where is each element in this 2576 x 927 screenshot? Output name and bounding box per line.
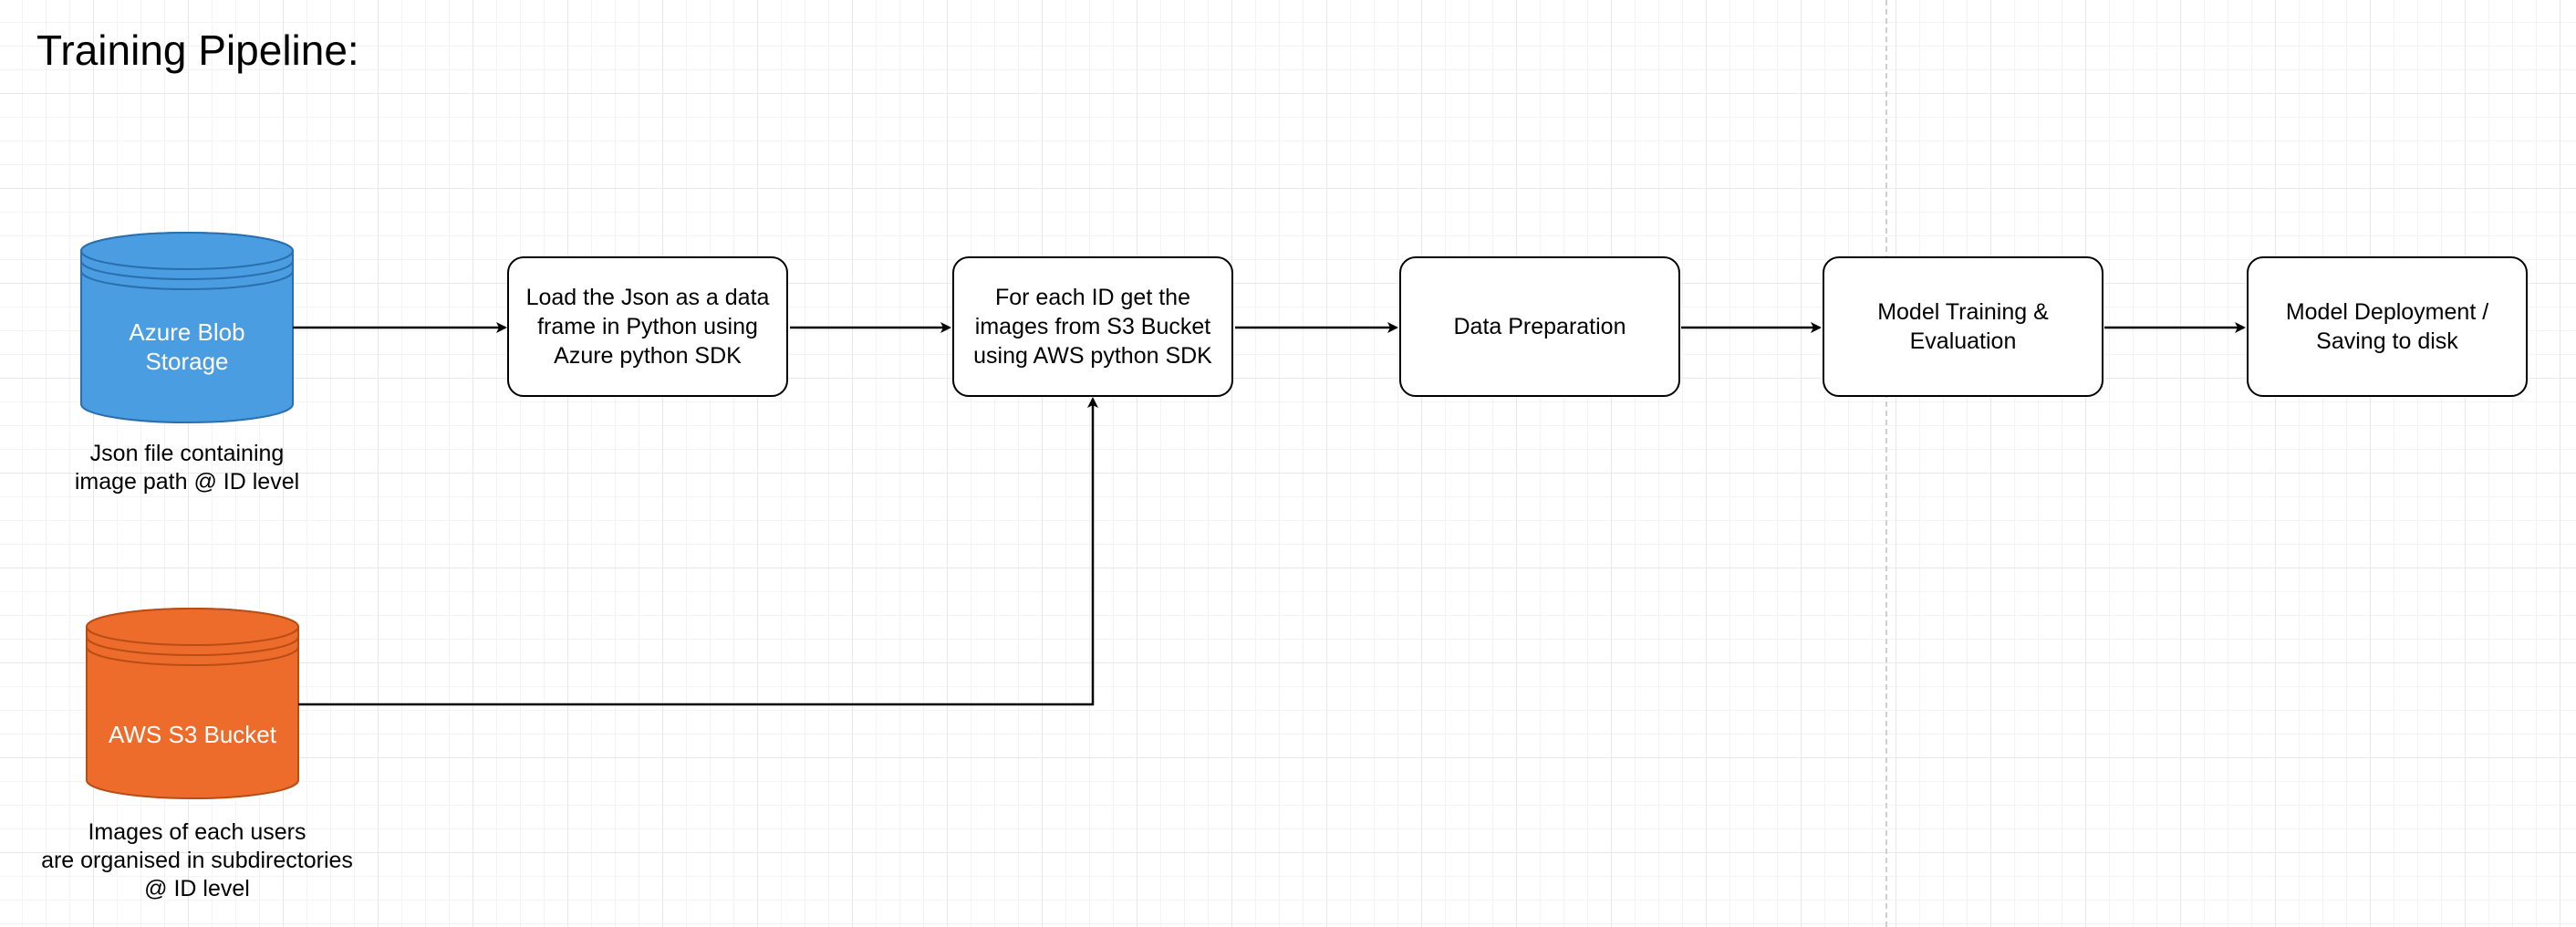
step-model-training[interactable]: Model Training & Evaluation [1823, 256, 2103, 397]
azure-cylinder-top [80, 232, 294, 270]
azure-cylinder-ring-1 [80, 260, 294, 280]
step-model-deployment[interactable]: Model Deployment / Saving to disk [2247, 256, 2528, 397]
edge-aws-to-get-images [298, 397, 1098, 706]
aws-s3-bucket-cylinder[interactable] [86, 608, 299, 799]
azure-cylinder-ring-2 [80, 270, 294, 290]
step-get-images[interactable]: For each ID get the images from S3 Bucke… [952, 256, 1233, 397]
azure-caption: Json file containing image path @ ID lev… [74, 441, 300, 495]
page-title: Training Pipeline: [36, 26, 359, 74]
azure-blob-storage-cylinder[interactable] [80, 232, 294, 423]
aws-caption: Images of each users are organised in su… [41, 819, 353, 901]
step-data-preparation[interactable]: Data Preparation [1399, 256, 1680, 397]
aws-s3-bucket-label: AWS S3 Bucket [109, 721, 276, 748]
page-break-divider [1885, 0, 1887, 927]
aws-cylinder-top [86, 608, 299, 646]
aws-cylinder-ring-2 [86, 646, 299, 666]
step-load-json[interactable]: Load the Json as a data frame in Python … [507, 256, 788, 397]
aws-cylinder-ring-1 [86, 636, 299, 656]
azure-blob-storage-label: Azure Blob Storage [129, 318, 245, 375]
